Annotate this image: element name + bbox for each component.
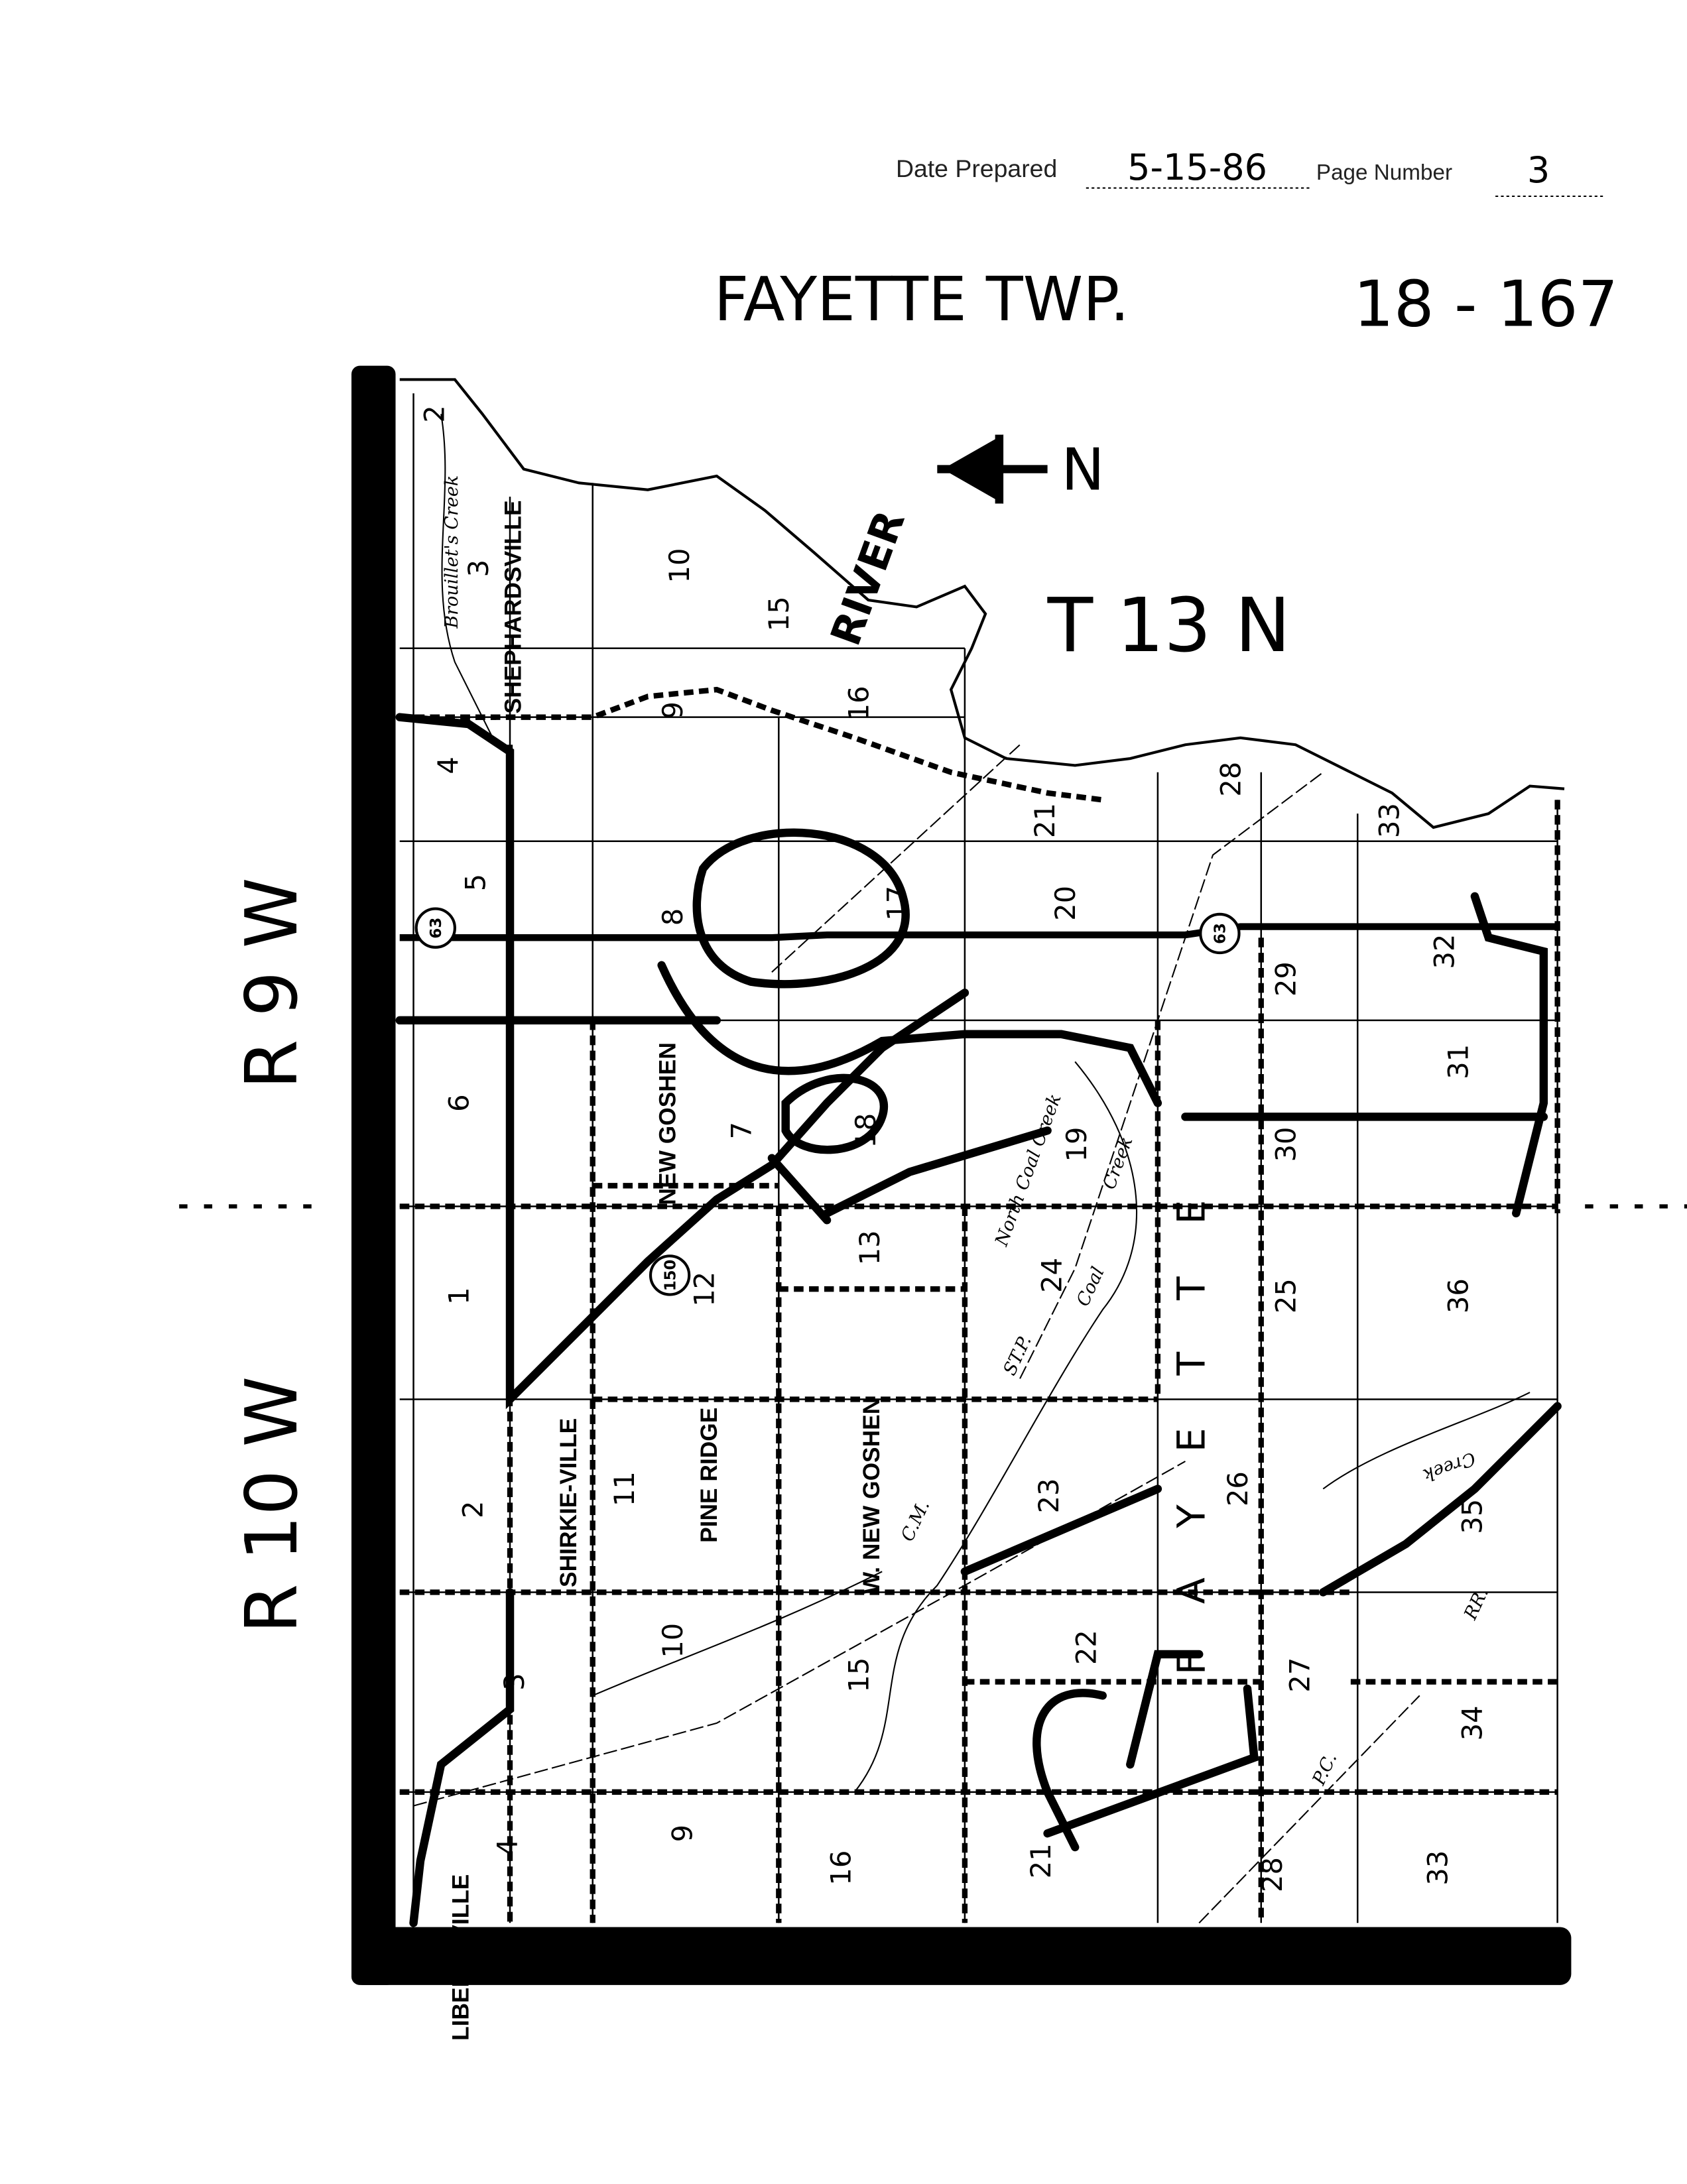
place-name: PINE RIDGE — [696, 1408, 722, 1543]
section-number: 24 — [1035, 1258, 1068, 1293]
section-number: 8 — [656, 908, 689, 926]
section-number: 10 — [663, 548, 696, 583]
stream-label: C.M. — [897, 1497, 934, 1545]
section-number: 23 — [1032, 1479, 1065, 1514]
section-number: 21 — [1025, 1843, 1057, 1878]
section-number: 33 — [1373, 803, 1406, 838]
highway-shield-icon — [1199, 912, 1241, 955]
header: Date Prepared 5-15-86 Page Number 3 FAYE… — [714, 147, 1619, 341]
south-border — [351, 1927, 1572, 1985]
section-number: 35 — [1456, 1499, 1488, 1534]
section-number: 20 — [1049, 886, 1082, 921]
section-number: 15 — [763, 596, 795, 631]
place-name: NEW GOSHEN — [655, 1042, 680, 1205]
section-number: 21 — [1029, 803, 1061, 838]
range-label-top: R 9 W — [231, 877, 314, 1089]
range-label-bottom: R 10 W — [231, 1376, 314, 1634]
section-number: 32 — [1428, 934, 1461, 969]
highway-shield-number: 150 — [662, 1260, 679, 1292]
section-number: 31 — [1442, 1044, 1475, 1079]
west-border — [351, 365, 396, 1985]
section-number: 33 — [1421, 1850, 1454, 1886]
section-number: 1 — [443, 1287, 475, 1304]
section-number: 11 — [608, 1471, 641, 1506]
stream-label: Coal — [1073, 1264, 1109, 1309]
section-number: 25 — [1270, 1278, 1302, 1313]
highway-shield-number: 63 — [428, 918, 445, 939]
highway-shield-icon — [414, 907, 456, 949]
section-number: 2 — [456, 1501, 489, 1518]
page-label: Page Number — [1316, 160, 1452, 185]
river-label: RIVER — [821, 505, 914, 652]
highway-shield-number: 63 — [1212, 923, 1229, 944]
section-number: 15 — [842, 1658, 875, 1693]
section-number: 27 — [1284, 1658, 1316, 1693]
section-number: 7 — [725, 1122, 758, 1139]
section-number: 12 — [688, 1272, 721, 1307]
township-title: FAYETTE TWP. — [714, 264, 1129, 335]
place-name: LIBERTYVILLE — [448, 1874, 474, 2041]
township-code: 18 - 167 — [1353, 267, 1618, 341]
page-value: 3 — [1527, 149, 1550, 191]
section-number: 2 — [418, 405, 450, 422]
date-value: 5-15-86 — [1127, 147, 1267, 188]
section-number: 22 — [1070, 1630, 1102, 1665]
township-name-on-map: FAYETTE — [1169, 1148, 1214, 1675]
section-number: 3 — [498, 1673, 531, 1690]
place-name: SHIRKIE-VILLE — [556, 1418, 582, 1587]
section-number: 30 — [1270, 1127, 1302, 1162]
place-name: W. NEW GOSHEN — [859, 1398, 885, 1594]
section-number: 28 — [1215, 762, 1247, 797]
section-number: 10 — [656, 1623, 689, 1658]
section-number: 19 — [1060, 1127, 1093, 1162]
place-name: SHEPHARDSVILLE — [501, 500, 527, 713]
highways — [395, 713, 1562, 1927]
section-number: 17 — [881, 886, 914, 921]
section-number: 6 — [443, 1094, 475, 1111]
stream-label: ST.P. — [999, 1333, 1035, 1379]
section-number: 9 — [666, 1825, 698, 1842]
section-number: 4 — [432, 757, 464, 774]
north-label: N — [1061, 436, 1104, 504]
township-label: T 13 N — [1047, 583, 1291, 669]
section-number: 34 — [1456, 1705, 1488, 1740]
section-number: 13 — [853, 1230, 886, 1265]
section-grid — [399, 393, 1560, 1923]
river-boundary — [399, 378, 1565, 829]
stream-label: Creek — [1099, 1134, 1137, 1192]
section-number: 5 — [460, 874, 492, 891]
stream-label: P.C. — [1308, 1750, 1341, 1789]
highway-shield-icon — [649, 1254, 691, 1296]
section-number: 28 — [1256, 1857, 1288, 1892]
stream-label: RR. — [1460, 1585, 1493, 1624]
railroads-creeks — [413, 414, 1531, 1924]
north-arrow: N — [937, 434, 1105, 504]
date-label: Date Prepared — [896, 154, 1057, 182]
section-number: 3 — [462, 560, 495, 577]
section-number: 4 — [491, 1839, 523, 1856]
stream-label: Brouillet's Creek — [442, 475, 462, 629]
section-number: 16 — [824, 1850, 857, 1886]
section-number: 36 — [1442, 1278, 1475, 1313]
section-number: 16 — [842, 686, 875, 721]
section-number: 9 — [656, 701, 689, 719]
stream-label: North Coal Creek — [991, 1091, 1066, 1250]
section-number: 18 — [849, 1113, 882, 1148]
stream-label: Creek — [1420, 1447, 1478, 1485]
section-number: 26 — [1221, 1471, 1254, 1506]
section-number: 29 — [1270, 961, 1302, 997]
